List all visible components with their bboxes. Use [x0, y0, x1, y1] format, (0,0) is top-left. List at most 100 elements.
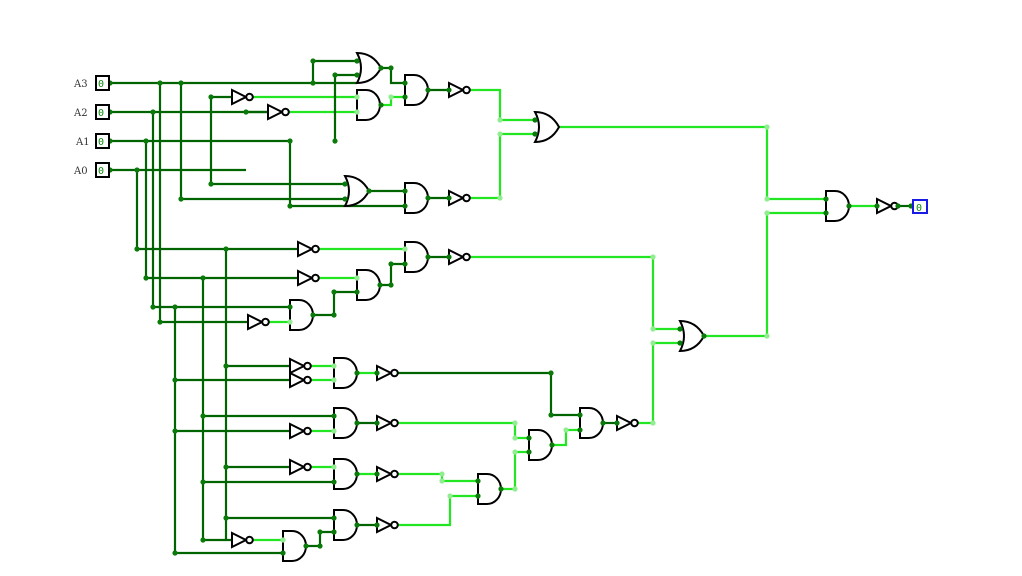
junction-dot [223, 246, 229, 252]
junction-dot [143, 275, 149, 281]
junction-dot [172, 550, 178, 556]
junction-dot [512, 435, 518, 441]
input-pin-a2[interactable]: A2 0 [73, 104, 110, 120]
junction-dot [650, 254, 656, 260]
not-gate [289, 422, 307, 440]
junction-dot [354, 58, 360, 64]
junction-dot [331, 529, 337, 535]
and-gate [333, 458, 358, 490]
input-value-a2: 0 [98, 108, 104, 119]
junction-dot [532, 131, 538, 137]
junction-dot [287, 138, 293, 144]
junction-dot [331, 312, 337, 318]
not-bubble [630, 418, 639, 428]
junction-dot [200, 537, 206, 543]
input-pin-a0[interactable]: A0 0 [73, 162, 110, 178]
not-bubble [245, 92, 254, 102]
junction-dot [446, 87, 452, 93]
junction-dot [548, 370, 554, 376]
and-gate [333, 509, 358, 541]
junction-dot [577, 427, 583, 433]
junctions [107, 58, 914, 556]
junction-dot [287, 319, 293, 325]
junction-dot [402, 80, 408, 86]
wire-low [398, 371, 580, 417]
and-gate [404, 241, 429, 273]
not-bubble [462, 252, 471, 262]
junction-dot [354, 370, 360, 376]
junction-dot [310, 80, 316, 86]
junction-dot [526, 435, 532, 441]
junction-dot [223, 363, 229, 369]
input-pin-a1[interactable]: A1 0 [75, 133, 110, 149]
not-gate [297, 269, 315, 287]
junction-dot [200, 413, 206, 419]
junction-dot [354, 72, 360, 78]
wires [110, 59, 913, 555]
junction-dot [439, 471, 445, 477]
junction-dot [200, 275, 206, 281]
junction-dot [764, 210, 770, 216]
junction-dot [498, 486, 504, 492]
junction-dot [402, 246, 408, 252]
junction-dot [172, 377, 178, 383]
junction-dot [223, 515, 229, 521]
gates [231, 51, 899, 562]
junction-dot [388, 282, 394, 288]
junction-dot [650, 420, 656, 426]
junction-dot [402, 94, 408, 100]
junction-dot [388, 94, 394, 100]
junction-dot [366, 188, 372, 194]
junction-dot [764, 196, 770, 202]
input-value-a0: 0 [98, 166, 104, 177]
and-gate [404, 182, 429, 214]
not-bubble [390, 418, 399, 428]
not-bubble [261, 317, 270, 327]
input-label-a0: A0 [73, 166, 88, 177]
and-gate [477, 473, 502, 505]
junction-dot [310, 312, 316, 318]
not-bubble [303, 426, 312, 436]
junction-dot [677, 340, 683, 346]
junction-dot [497, 117, 503, 123]
junction-dot [331, 413, 337, 419]
junction-dot [354, 275, 360, 281]
and-gate [289, 299, 314, 331]
junction-dot [354, 522, 360, 528]
not-gate [289, 371, 307, 389]
not-bubble [281, 107, 290, 117]
junction-dot [447, 493, 453, 499]
and-gate [333, 357, 358, 389]
wire-high [470, 88, 535, 122]
junction-dot [425, 254, 431, 260]
junction-dot [342, 181, 348, 187]
junction-dot [823, 210, 829, 216]
wire-low [380, 262, 405, 287]
not-gate [231, 88, 249, 106]
junction-dot [446, 254, 452, 260]
junction-dot [208, 94, 214, 100]
junction-dot [600, 420, 606, 426]
wire-high [638, 341, 680, 425]
junction-dot [378, 65, 384, 71]
junction-dot [354, 94, 360, 100]
not-bubble [245, 535, 254, 545]
junction-dot [895, 203, 901, 209]
not-gate [267, 103, 285, 121]
junction-dot [243, 109, 249, 115]
junction-dot [134, 246, 140, 252]
not-bubble [303, 462, 312, 472]
junction-dot [402, 188, 408, 194]
junction-dot [402, 203, 408, 209]
junction-dot [764, 124, 770, 130]
junction-dot [425, 87, 431, 93]
junction-dot [150, 304, 156, 310]
junction-dot [650, 340, 656, 346]
junction-dot [374, 420, 380, 426]
junction-dot [512, 420, 518, 426]
wire-high [398, 472, 478, 483]
junction-dot [563, 427, 569, 433]
input-pin-a3[interactable]: A3 0 [73, 75, 110, 91]
wire-high [704, 211, 826, 338]
junction-dot [303, 543, 309, 549]
